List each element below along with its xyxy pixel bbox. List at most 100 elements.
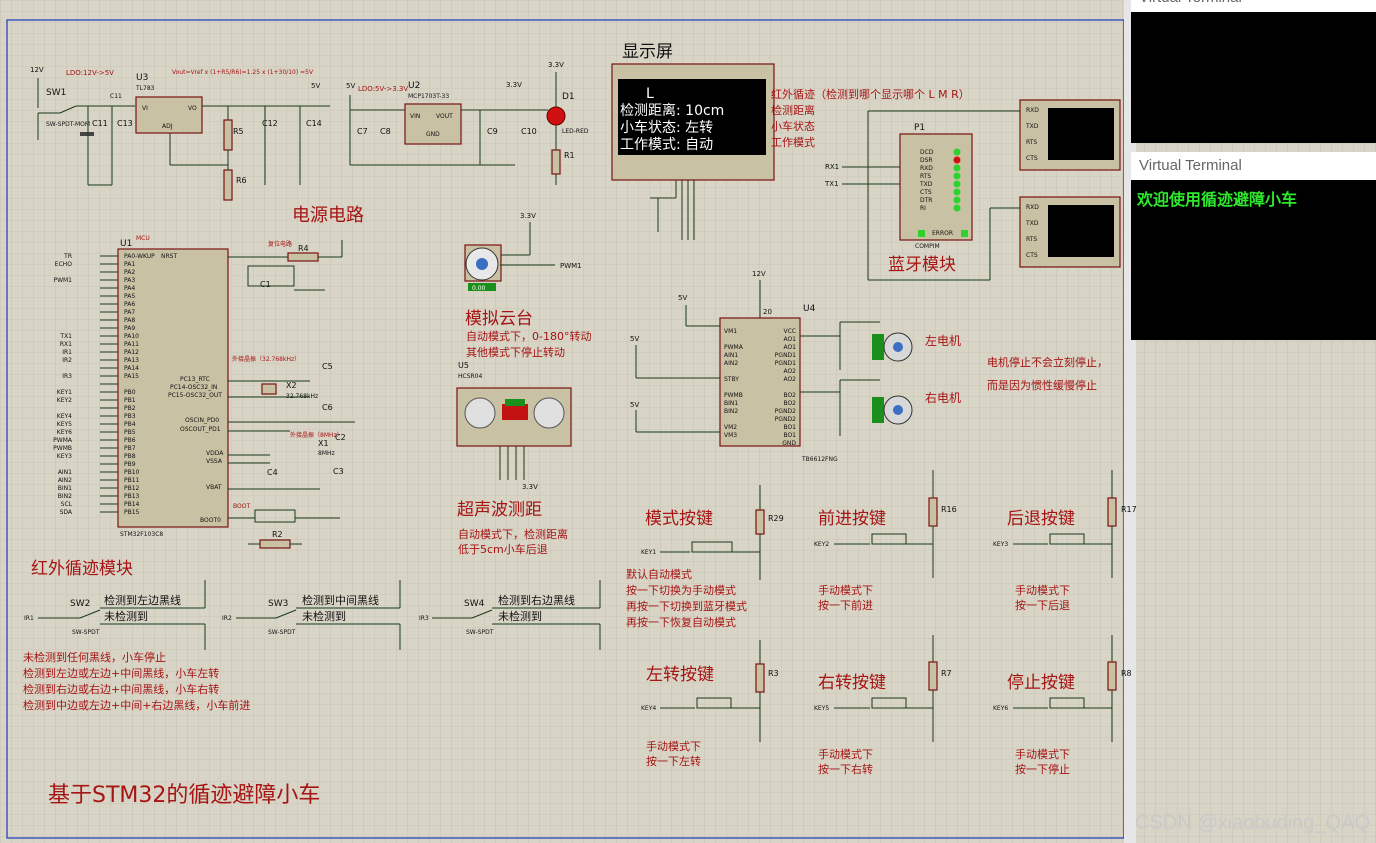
servo: 3.3V 0.00 PWM1 bbox=[464, 212, 582, 292]
svg-text:X2: X2 bbox=[286, 381, 297, 390]
svg-text:OSCIN_PD0: OSCIN_PD0 bbox=[185, 417, 219, 424]
vterm-pin: TXD bbox=[1025, 123, 1039, 130]
svg-text:U4: U4 bbox=[803, 304, 816, 314]
ultrasonic-title: 超声波测距 bbox=[457, 500, 542, 520]
svg-text:3.3V: 3.3V bbox=[520, 212, 536, 220]
svg-text:检测距离: 检测距离 bbox=[771, 103, 815, 117]
tb6612-pin: AO2 bbox=[783, 376, 796, 383]
svg-text:KEY1: KEY1 bbox=[641, 549, 656, 556]
compim-pin: TXD bbox=[919, 181, 933, 188]
svg-text:U1: U1 bbox=[120, 239, 132, 249]
mcu-pin-name: PB4 bbox=[124, 421, 136, 428]
servo-title: 模拟云台 bbox=[465, 309, 533, 329]
svg-text:5V: 5V bbox=[630, 335, 639, 343]
svg-text:C2: C2 bbox=[335, 433, 346, 442]
virtual-terminal-1[interactable]: Virtual Terminal bbox=[1131, 0, 1376, 143]
svg-text:低于5cm小车后退: 低于5cm小车后退 bbox=[458, 542, 548, 556]
svg-text:R2: R2 bbox=[272, 530, 283, 539]
svg-text:5V: 5V bbox=[630, 401, 639, 409]
svg-text:PC13_RTC: PC13_RTC bbox=[180, 376, 210, 383]
mcu-pin-name: PB0 bbox=[124, 389, 136, 396]
svg-text:5V: 5V bbox=[346, 82, 355, 90]
svg-text:STM32F103C8: STM32F103C8 bbox=[120, 531, 163, 538]
tb6612-pin: VM3 bbox=[724, 432, 737, 439]
mcu-net-label: IR3 bbox=[62, 373, 72, 380]
svg-text:TX1: TX1 bbox=[824, 180, 839, 188]
mcu-pin-name: PB7 bbox=[124, 445, 136, 452]
svg-text:8MHz: 8MHz bbox=[318, 450, 335, 457]
mcu-pin-name: PA15 bbox=[124, 373, 139, 380]
svg-text:VSSA: VSSA bbox=[206, 458, 223, 465]
svg-text:PWM1: PWM1 bbox=[560, 262, 582, 270]
ultrasonic-sensor: U5 HCSR04 3.3V bbox=[456, 361, 572, 491]
compim-pin: RI bbox=[920, 205, 926, 212]
virtual-terminal-2[interactable]: Virtual Terminal 欢迎使用循迹避障小车 bbox=[1131, 152, 1376, 340]
svg-text:右转按键: 右转按键 bbox=[818, 673, 886, 693]
svg-text:手动模式下: 手动模式下 bbox=[646, 739, 701, 753]
right-key: 右转按键 R7 KEY5 手动模式下 按一下右转 bbox=[814, 635, 952, 776]
svg-text:自动模式下，检测距离: 自动模式下，检测距离 bbox=[458, 527, 568, 541]
lcd-screen bbox=[618, 79, 766, 155]
svg-text:工作模式: 工作模式 bbox=[771, 136, 815, 149]
svg-text:3.3V: 3.3V bbox=[548, 61, 564, 69]
svg-text:X1: X1 bbox=[318, 439, 329, 448]
svg-text:按一下后退: 按一下后退 bbox=[1015, 598, 1070, 612]
svg-text:TB6612FNG: TB6612FNG bbox=[801, 456, 838, 463]
mcu-net-label: AIN1 bbox=[58, 469, 72, 476]
mcu-pin-name: PB11 bbox=[124, 477, 140, 484]
svg-text:按一下右转: 按一下右转 bbox=[818, 762, 873, 776]
svg-text:按一下停止: 按一下停止 bbox=[1015, 762, 1070, 776]
mcu-pin-name: PA2 bbox=[124, 269, 135, 276]
stm32-chip bbox=[117, 248, 229, 528]
tb6612-pin: BO2 bbox=[783, 392, 796, 399]
svg-text:U3: U3 bbox=[136, 73, 148, 83]
mode-key: 模式按键 R29 KEY1 默认自动模式 按一下切换为手动模式 再按一下切换到蓝… bbox=[626, 485, 784, 629]
svg-text:R17: R17 bbox=[1121, 505, 1137, 514]
display-title: 显示屏 bbox=[622, 42, 673, 62]
svg-text:C11: C11 bbox=[110, 93, 122, 100]
mcu-pin-name: PB14 bbox=[124, 501, 140, 508]
svg-text:12V: 12V bbox=[752, 270, 766, 278]
power-title: 电源电路 bbox=[292, 205, 364, 226]
svg-text:C11: C11 bbox=[92, 119, 108, 128]
compim-pin: DSR bbox=[920, 157, 933, 164]
svg-text:5V: 5V bbox=[311, 82, 320, 90]
mcu-net-label: KEY4 bbox=[57, 413, 72, 420]
svg-text:GND: GND bbox=[426, 131, 440, 138]
mcu-pin-name: PB12 bbox=[124, 485, 140, 492]
svg-text:C12: C12 bbox=[262, 119, 278, 128]
forward-key: 前进按键 R16 KEY2 手动模式下 按一下前进 bbox=[814, 470, 957, 612]
svg-text:U5: U5 bbox=[458, 361, 469, 370]
svg-text:按一下切换为手动模式: 按一下切换为手动模式 bbox=[626, 583, 736, 597]
svg-text:小车状态: 小车状态 bbox=[771, 119, 815, 133]
vterm-message: 欢迎使用循迹避障小车 bbox=[1137, 190, 1298, 209]
mcu-net-label: KEY3 bbox=[57, 453, 72, 460]
svg-text:C14: C14 bbox=[306, 119, 322, 128]
back-key: 后退按键 R17 KEY3 手动模式下 按一下后退 bbox=[993, 470, 1137, 612]
mcu-pin-name: PA0-WKUP bbox=[124, 253, 155, 260]
svg-text:检测到中边或左边+中间+右边黑线，小车前进: 检测到中边或左边+中间+右边黑线，小车前进 bbox=[23, 698, 250, 712]
mcu-net-label: PWMB bbox=[53, 445, 72, 452]
svg-text:P1: P1 bbox=[914, 123, 925, 133]
svg-text:检测到右边或右边+中间黑线，小车右转: 检测到右边或右边+中间黑线，小车右转 bbox=[23, 682, 219, 696]
vterm-pin: RTS bbox=[1026, 139, 1037, 146]
svg-text:R7: R7 bbox=[941, 669, 952, 678]
mcu-pin-name: PB13 bbox=[124, 493, 140, 500]
mcu-pin-name: PA5 bbox=[124, 293, 135, 300]
svg-text:MCP1703T-33: MCP1703T-33 bbox=[408, 93, 449, 100]
mcu-pin-name: PB9 bbox=[124, 461, 136, 468]
mcu-net-label: RX1 bbox=[60, 341, 72, 348]
mcu-pin-name: PA7 bbox=[124, 309, 135, 316]
compim-led-icon bbox=[953, 204, 961, 212]
svg-text:检测到右边黑线: 检测到右边黑线 bbox=[498, 593, 575, 607]
svg-text:MCU: MCU bbox=[136, 235, 150, 242]
svg-text:LED-RED: LED-RED bbox=[562, 128, 589, 135]
svg-text:IR3: IR3 bbox=[419, 615, 429, 622]
svg-text:未检测到: 未检测到 bbox=[104, 609, 148, 623]
tb6612-pin: PGND1 bbox=[775, 360, 796, 367]
compim-pin: RXD bbox=[920, 165, 933, 172]
svg-text:外接晶振（32.768kHz）: 外接晶振（32.768kHz） bbox=[232, 355, 300, 363]
mcu-pin-name: PB5 bbox=[124, 429, 136, 436]
svg-text:SW1: SW1 bbox=[46, 88, 66, 98]
